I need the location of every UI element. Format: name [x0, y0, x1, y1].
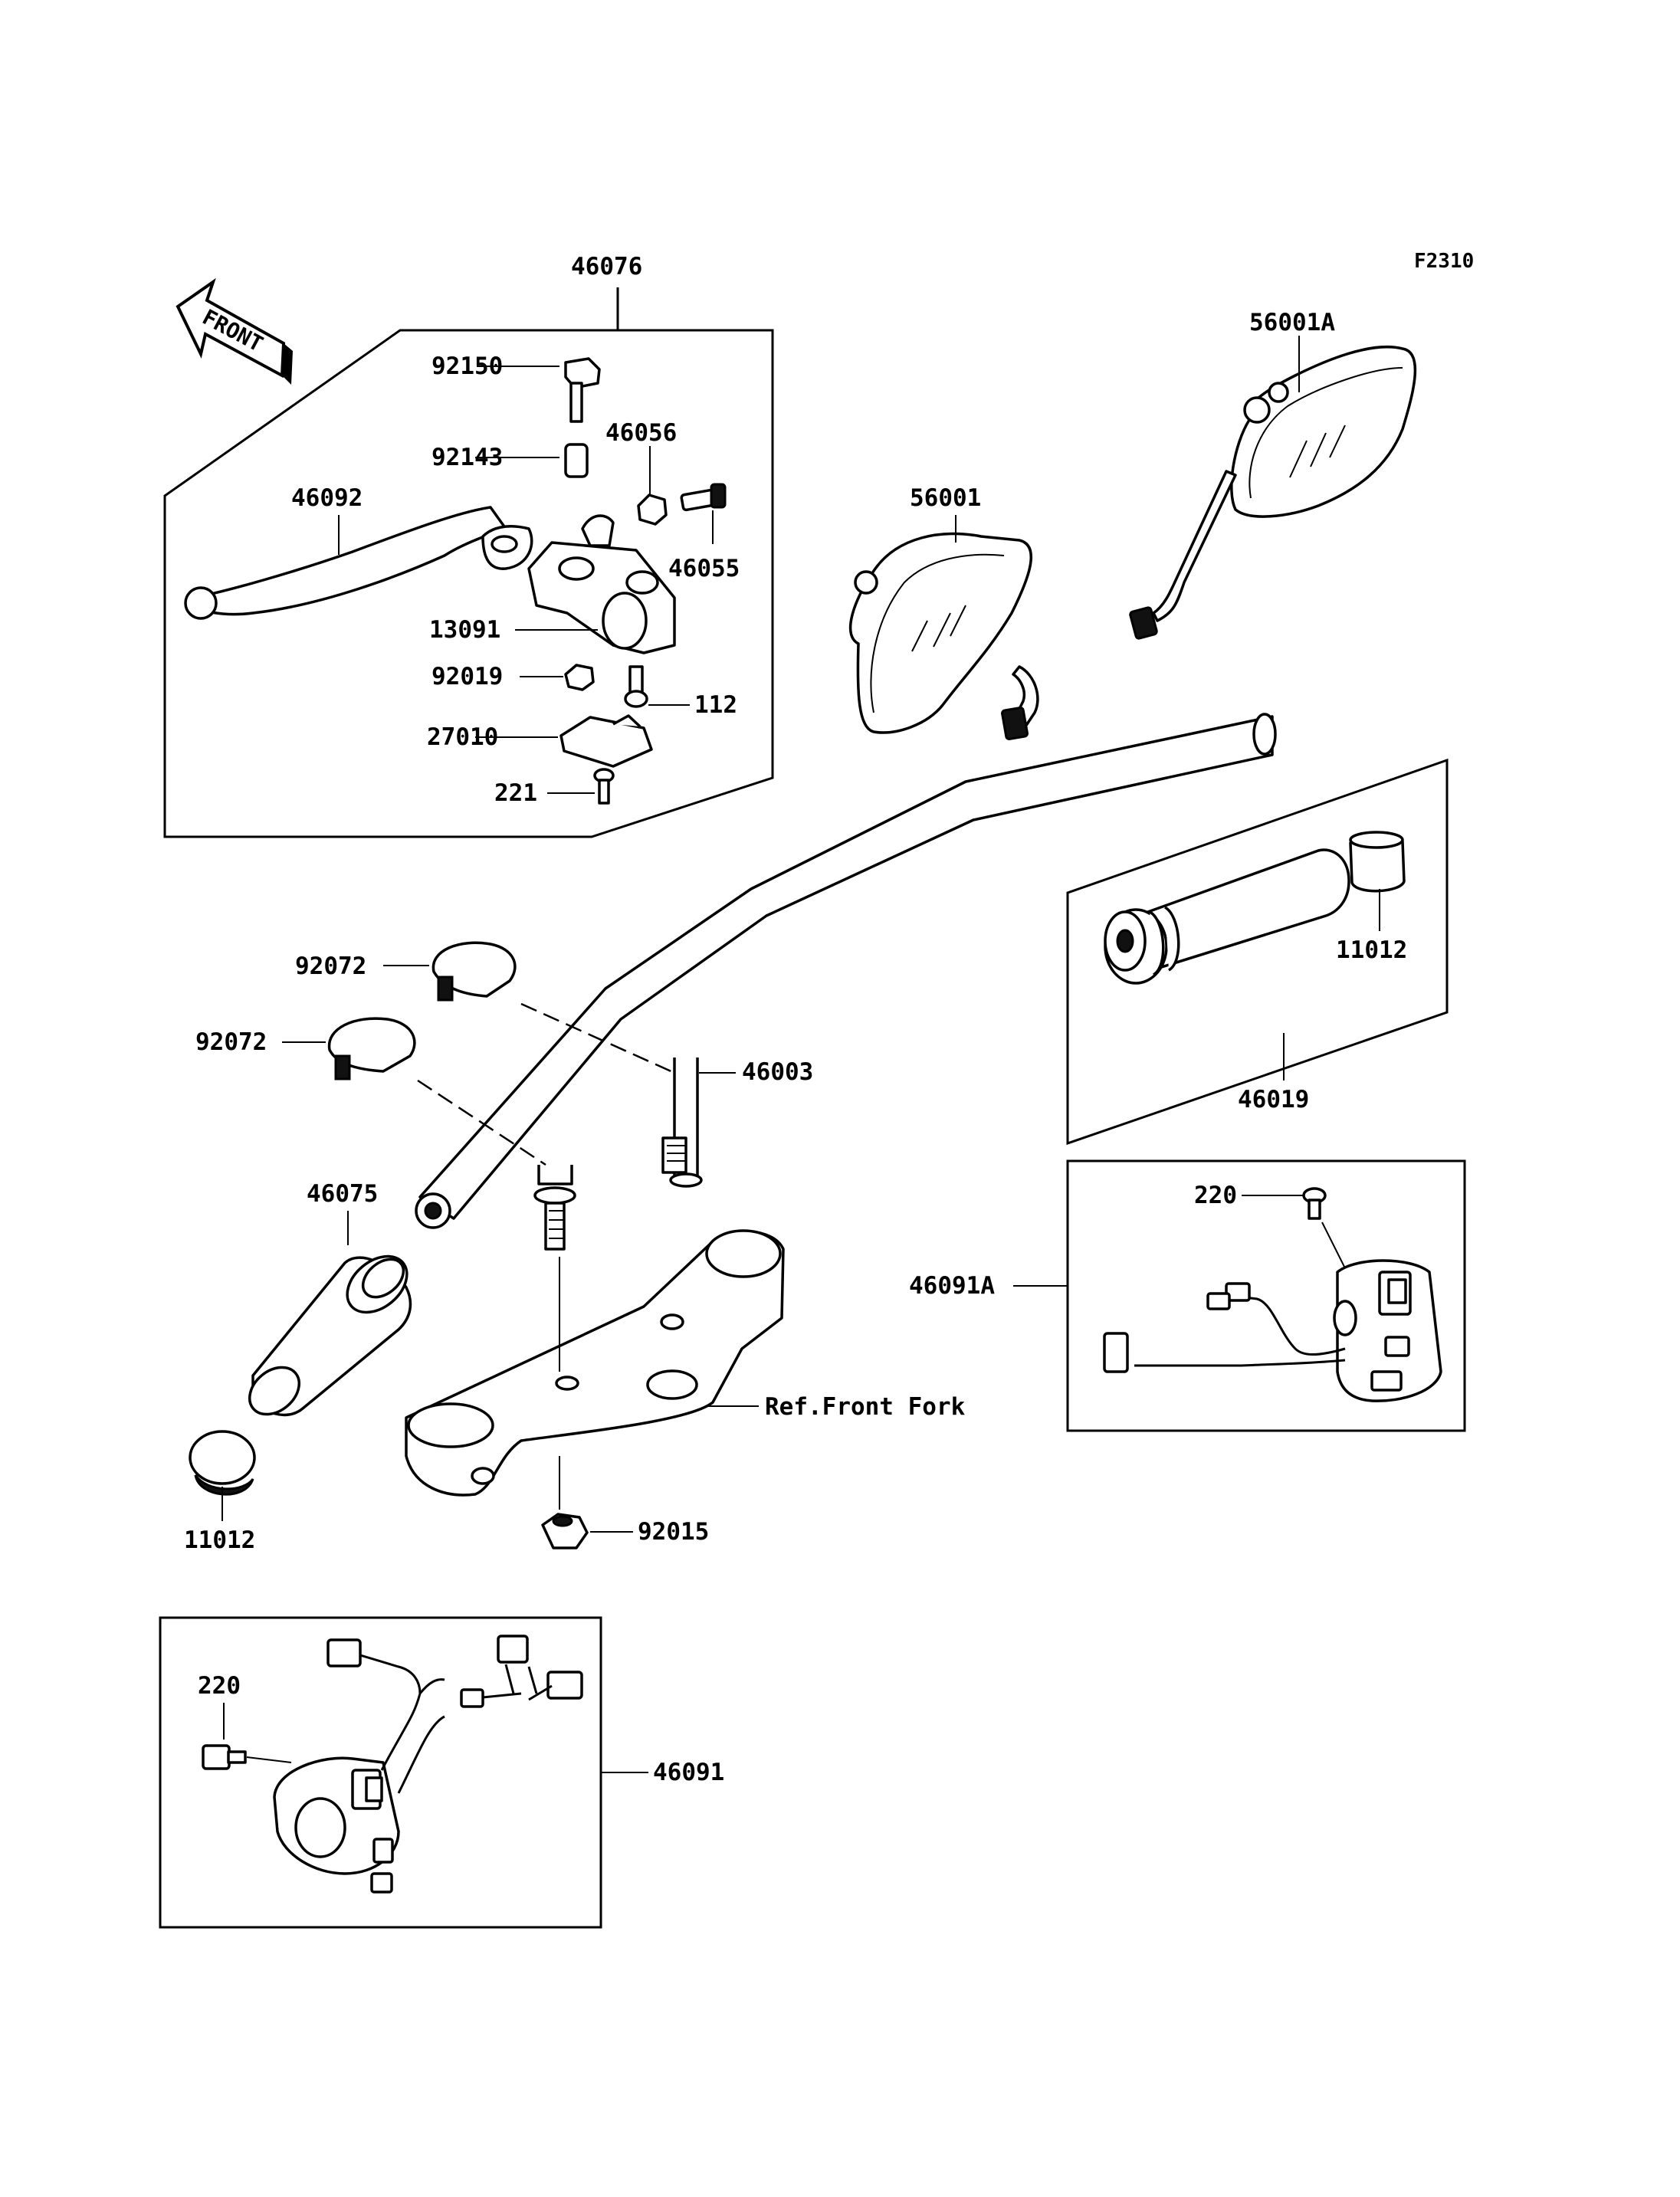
part-label-92150: 92150: [431, 353, 503, 380]
throttle-grip-group-box: [1066, 758, 1449, 1146]
part-label-221: 221: [494, 779, 537, 807]
screw-right-switch-part: [1302, 1187, 1327, 1220]
group-label-right-switch: 46091A: [909, 1272, 995, 1300]
right-switch-part: [1103, 1259, 1442, 1402]
adjuster-nut-part: [637, 494, 668, 526]
front-arrow-icon: FRONT: [176, 277, 293, 385]
part-label-46075: 46075: [307, 1180, 378, 1208]
clamp-lower-part: [327, 1017, 416, 1080]
part-label-46055: 46055: [668, 555, 740, 582]
throttle-grip-part: [1104, 848, 1350, 985]
screw-112-part: [624, 665, 648, 708]
group-label-brake-lever: 46076: [571, 253, 642, 280]
bolt-part: [564, 357, 601, 423]
left-switch-part: [273, 1635, 583, 1894]
nut-part: [564, 664, 595, 691]
part-label-220-left: 220: [198, 1672, 241, 1700]
part-label-46056: 46056: [605, 419, 677, 447]
part-label-11012-right: 11012: [1336, 936, 1407, 964]
part-label-13091: 13091: [429, 616, 500, 644]
part-label-92143: 92143: [431, 444, 503, 471]
part-label-46092: 46092: [291, 484, 363, 512]
reference-front-fork: Ref.Front Fork: [765, 1393, 966, 1421]
adjuster-part: [680, 483, 727, 512]
left-grip-part: [248, 1254, 412, 1417]
lever-holder-part: [527, 514, 676, 654]
fork-nut-part: [541, 1513, 589, 1549]
figure-code: F2310: [1414, 250, 1474, 273]
part-label-92019: 92019: [431, 663, 503, 690]
group-label-throttle-grip: 46019: [1238, 1086, 1309, 1113]
handlebar-part: [415, 713, 1277, 1251]
collar-part: [564, 443, 589, 478]
part-label-56001A: 56001A: [1249, 309, 1335, 336]
bar-end-right-part: [1349, 831, 1406, 893]
screw-left-switch-part: [202, 1744, 247, 1770]
mirror-right-part: [1129, 345, 1417, 640]
brake-lever-group-box: [163, 329, 774, 838]
part-label-220-right: 220: [1194, 1182, 1237, 1209]
screw-221-part: [593, 768, 615, 805]
group-label-left-switch: 46091: [653, 1759, 724, 1786]
bar-end-left-part: [189, 1430, 256, 1496]
mirror-left-part: [848, 532, 1039, 741]
brake-lever-part: [199, 506, 507, 616]
part-label-11012-left: 11012: [184, 1526, 255, 1554]
part-label-46003: 46003: [742, 1058, 813, 1086]
part-label-27010: 27010: [427, 723, 498, 751]
fork-bracket-part: [405, 1229, 785, 1497]
part-label-92072-lower: 92072: [195, 1028, 267, 1056]
part-label-112: 112: [694, 691, 737, 719]
right-switch-group-box: [1066, 1159, 1466, 1432]
part-label-56001: 56001: [910, 484, 981, 512]
stop-switch-part: [559, 714, 653, 768]
part-label-92072-upper: 92072: [295, 953, 366, 980]
part-label-92015: 92015: [638, 1518, 709, 1546]
clamp-upper-part: [431, 941, 517, 1002]
